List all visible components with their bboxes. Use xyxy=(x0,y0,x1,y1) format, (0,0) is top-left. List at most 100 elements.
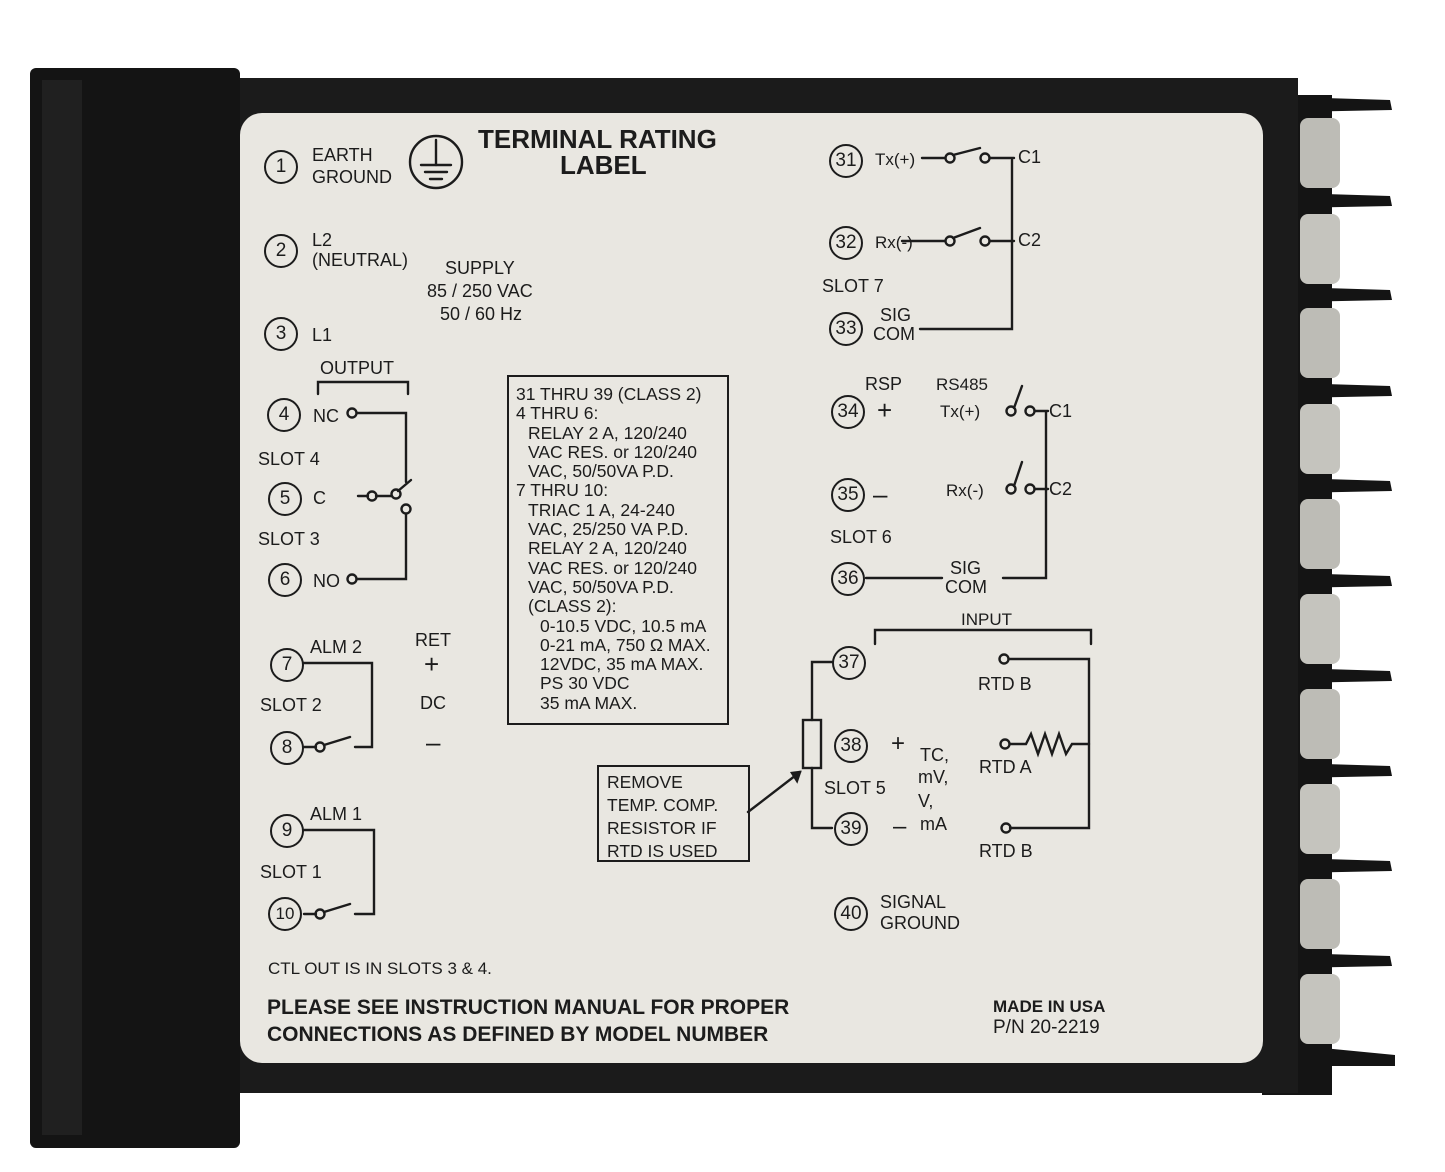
sig-com-36-line2: COM xyxy=(945,577,987,597)
terminal-40: 40 xyxy=(834,897,868,931)
input-plus: + xyxy=(891,730,906,757)
remove-note-line: TEMP. COMP. xyxy=(607,795,719,815)
slot-6-label: SLOT 6 xyxy=(830,527,892,547)
rx-label-32: Rx(-) xyxy=(875,233,913,252)
input-minus: – xyxy=(893,813,907,840)
wiring-lines xyxy=(302,134,1093,920)
rating-line: 35 mA MAX. xyxy=(540,692,638,713)
terminal-label-plate xyxy=(240,113,1263,1063)
tx-label-34: Tx(+) xyxy=(940,402,981,421)
slot-4-label: SLOT 4 xyxy=(258,449,320,469)
rating-line: 31 THRU 39 (CLASS 2) xyxy=(516,384,702,404)
rating-line: VAC RES. or 120/240 xyxy=(528,557,697,578)
ret-minus: – xyxy=(426,727,441,757)
footer-line-1: PLEASE SEE INSTRUCTION MANUAL FOR PROPER xyxy=(267,996,790,1019)
rating-line: RELAY 2 A, 120/240 xyxy=(528,538,687,559)
terminal-7: 7 xyxy=(270,648,304,682)
c2-label-35: C2 xyxy=(1049,479,1073,499)
rs485-label: RS485 xyxy=(936,375,988,394)
alm1-label: ALM 1 xyxy=(310,804,363,824)
terminal-10: 10 xyxy=(268,897,302,931)
rating-line: VAC RES. or 120/240 xyxy=(528,441,697,462)
tc-line-3: V, xyxy=(918,791,934,811)
signal-ground-line1: SIGNAL xyxy=(880,892,947,912)
remove-note-line: REMOVE xyxy=(607,772,683,792)
c1-label-31: C1 xyxy=(1018,147,1042,167)
rating-line: VAC, 50/50VA P.D. xyxy=(528,576,674,597)
rating-line: VAC, 25/250 VA P.D. xyxy=(528,519,689,540)
neutral-label-2: (NEUTRAL) xyxy=(312,250,409,270)
remove-resistor-note: REMOVE TEMP. COMP. RESISTOR IF RTD IS US… xyxy=(597,765,750,862)
rating-line: RELAY 2 A, 120/240 xyxy=(528,422,687,443)
dc-label: DC xyxy=(420,693,446,713)
remove-note-line: RTD IS USED xyxy=(607,841,718,861)
slot-7-label: SLOT 7 xyxy=(822,276,884,296)
terminal-3: 3 xyxy=(264,317,298,351)
earth-ground-label-2: GROUND xyxy=(312,167,392,187)
terminal-4: 4 xyxy=(267,398,301,432)
rating-line: VAC, 50/50VA P.D. xyxy=(528,461,674,482)
terminal-36: 36 xyxy=(831,562,865,596)
terminal-38: 38 xyxy=(834,729,868,763)
rx-label-35: Rx(-) xyxy=(946,481,984,500)
supply-line-2: 85 / 250 VAC xyxy=(427,281,533,301)
front-bezel xyxy=(30,68,240,1148)
rsp-minus: – xyxy=(873,479,888,509)
label-title-line2: LABEL xyxy=(560,150,647,180)
slot-1-label: SLOT 1 xyxy=(260,862,322,882)
nc-label: NC xyxy=(313,406,339,426)
slot-3-label: SLOT 3 xyxy=(258,529,320,549)
label-title-line1: TERMINAL RATING xyxy=(478,124,717,154)
rating-line: 4 THRU 6: xyxy=(516,403,599,424)
rating-line: 12VDC, 35 mA MAX. xyxy=(540,654,704,675)
terminal-screws xyxy=(1292,97,1395,1066)
terminal-9: 9 xyxy=(270,814,304,848)
tc-line-4: mA xyxy=(920,814,947,834)
tc-line-2: mV, xyxy=(918,767,949,787)
ctl-out-note: CTL OUT IS IN SLOTS 3 & 4. xyxy=(268,959,492,978)
terminal-6: 6 xyxy=(268,563,302,597)
input-label: INPUT xyxy=(961,610,1012,629)
terminal-2: 2 xyxy=(264,234,298,268)
rsp-label: RSP xyxy=(865,374,903,394)
slot-2-label: SLOT 2 xyxy=(260,695,322,715)
ret-label: RET xyxy=(415,630,451,650)
earth-ground-label-1: EARTH xyxy=(312,145,373,165)
terminal-35: 35 xyxy=(831,478,865,512)
rating-line: PS 30 VDC xyxy=(540,673,630,694)
remove-note-line: RESISTOR IF xyxy=(607,818,717,838)
sig-com-33-line1: SIG xyxy=(880,305,912,325)
sig-com-33-line2: COM xyxy=(873,324,915,344)
terminal-33: 33 xyxy=(829,312,863,346)
terminal-39: 39 xyxy=(834,812,868,846)
output-label: OUTPUT xyxy=(320,358,394,378)
rating-line: 7 THRU 10: xyxy=(516,480,609,501)
neutral-label-1: L2 xyxy=(312,230,333,250)
terminal-32: 32 xyxy=(829,226,863,260)
no-label: NO xyxy=(313,571,340,591)
sig-com-36-line1: SIG xyxy=(950,558,982,578)
supply-line-1: SUPPLY xyxy=(445,258,515,278)
alm2-label: ALM 2 xyxy=(310,637,363,657)
rsp-plus: + xyxy=(877,395,893,425)
made-in-usa: MADE IN USA xyxy=(993,997,1106,1016)
rating-line: 0-21 mA, 750 Ω MAX. xyxy=(540,634,711,655)
rtd-b-bottom-label: RTD B xyxy=(979,841,1033,861)
screw-heads xyxy=(1300,118,1340,1044)
terminal-5: 5 xyxy=(268,482,302,516)
rating-line: TRIAC 1 A, 24-240 xyxy=(528,499,675,520)
footer-line-2: CONNECTIONS AS DEFINED BY MODEL NUMBER xyxy=(267,1023,769,1046)
rtd-a-label: RTD A xyxy=(979,757,1032,777)
rating-line: (CLASS 2): xyxy=(528,596,617,617)
terminal-1: 1 xyxy=(264,150,298,184)
rating-line: 0-10.5 VDC, 10.5 mA xyxy=(540,615,707,636)
terminal-8: 8 xyxy=(270,731,304,765)
tc-line-1: TC, xyxy=(920,745,949,765)
part-number: P/N 20-2219 xyxy=(993,1017,1100,1038)
slot-5-label: SLOT 5 xyxy=(824,778,886,798)
c1-label-34: C1 xyxy=(1049,401,1073,421)
c2-label-32: C2 xyxy=(1018,230,1042,250)
supply-line-3: 50 / 60 Hz xyxy=(440,304,523,324)
ratings-box: 31 THRU 39 (CLASS 2) 4 THRU 6: RELAY 2 A… xyxy=(507,375,729,725)
